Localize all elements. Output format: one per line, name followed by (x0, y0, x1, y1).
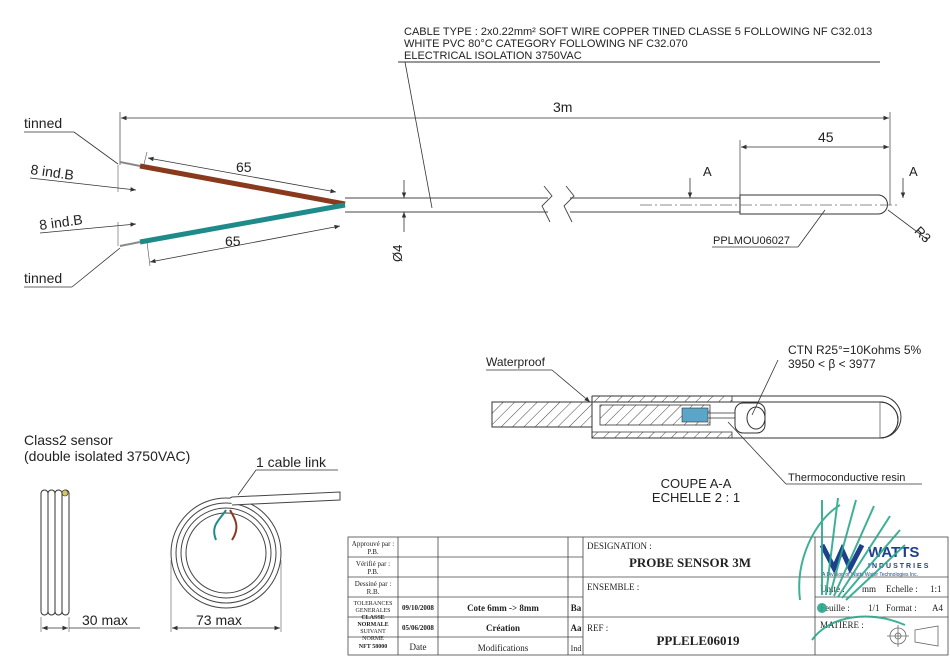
tb-feuille: 1/1 (868, 603, 880, 613)
brand-tagline: A Division of Watts Water Technologies I… (822, 572, 918, 578)
dim-wire-top-label: 65 (236, 159, 252, 175)
label-tinned-top: tinned (24, 115, 119, 165)
tb-format: A4 (932, 603, 943, 613)
probe-tube (640, 194, 900, 215)
tb-format-label: Format : (886, 603, 917, 613)
tb-tol-1: GENERALES (356, 608, 391, 614)
dim-total-length: 3m (119, 99, 891, 205)
coil-width-label: 30 max (82, 612, 128, 628)
dim-tube-length: 45 (739, 129, 889, 195)
tb-tol-5: NORME (362, 636, 384, 642)
tb-echelle: 1:1 (930, 584, 942, 594)
title-block (347, 536, 949, 656)
tb-tol-0: TOLERANCES (354, 601, 393, 607)
tb-unite: mm (862, 584, 876, 594)
tb-tol-2: CLASSE (361, 615, 384, 621)
cable-spec-line1: CABLE TYPE : 2x0.22mm² SOFT WIRE COPPER … (404, 26, 872, 38)
dim-diameter: Ø4 (390, 180, 407, 262)
tb-dessine-label: Dessiné par : (355, 580, 392, 588)
label-ind-bottom-text: 8 ind.B (38, 211, 83, 233)
tb-rev0-date: 09/10/2008 (402, 604, 434, 612)
tb-approuve-by: P.B. (367, 548, 379, 556)
tb-dessine-by: R.B. (367, 588, 380, 596)
part-ref-label: PPLMOU06027 (713, 235, 790, 247)
dim-wire-bottom: 65 (146, 224, 341, 267)
ctn-line2: 3950 < β < 3977 (788, 357, 876, 371)
tb-verifie-by: P.B. (367, 568, 379, 576)
dim-wire-top: 65 (142, 151, 337, 194)
tb-echelle-label: Echelle : (886, 584, 918, 594)
wire-top (119, 161, 346, 207)
tb-rev1-date: 05/06/2008 (402, 624, 434, 632)
section-mark-right-label: A (909, 164, 918, 179)
dim-radius-label: R3 (912, 223, 934, 245)
cable-spec-line3: ELECTRICAL ISOLATION 3750VAC (404, 50, 582, 62)
cable-spec: CABLE TYPE : 2x0.22mm² SOFT WIRE COPPER … (404, 26, 872, 62)
tb-matiere-label: MATIERE : (820, 620, 864, 630)
tb-rev0-ind: Ba (571, 603, 582, 613)
part-ref: PPLMOU06027 (712, 209, 826, 248)
dim-wire-bottom-label: 65 (225, 233, 241, 249)
section-scale: ECHELLE 2 : 1 (652, 490, 740, 505)
cable-spec-line2: WHITE PVC 80°C CATEGORY FOLLOWING NF C32… (404, 38, 688, 50)
dim-tube-length-label: 45 (818, 129, 834, 145)
projection-symbol (887, 625, 939, 647)
tb-header-ind: Ind (571, 644, 582, 653)
tb-ref: PPLELE06019 (656, 633, 740, 648)
coil-diameter-label: 73 max (196, 612, 242, 628)
section-mark-left: A (687, 164, 712, 198)
label-tinned-bottom-text: tinned (24, 270, 62, 286)
tb-header-date: Date (410, 642, 427, 652)
tb-ensemble-label: ENSEMBLE : (587, 582, 639, 592)
section-mark-left-label: A (703, 164, 712, 179)
title-block-text: Approuvé par : P.B. Vérifié par : P.B. D… (352, 540, 944, 653)
section-view (491, 395, 902, 439)
coil-side-view: 30 max (40, 489, 140, 632)
waterproof-label: Waterproof (486, 355, 546, 369)
tb-rev1-modif: Création (486, 623, 520, 633)
tb-tol-4: SUIVANT (360, 629, 386, 635)
watermark-logo (798, 497, 906, 641)
label-ind-top-text: 8 ind.B (30, 161, 75, 183)
tb-rev1-ind: Aa (571, 623, 582, 633)
spec-leader (404, 61, 433, 209)
tb-designation-label: DESIGNATION : (587, 541, 652, 551)
coil-front-view: 1 cable link 73 max (170, 454, 341, 632)
class2-line2: (double isolated 3750VAC) (24, 448, 190, 464)
tb-rev0-modif: Cote 6mm -> 8mm (467, 603, 539, 613)
label-ind-bottom: 8 ind.B (38, 211, 137, 246)
ctn-callout: CTN R25°=10Kohms 5% 3950 < β < 3977 (751, 343, 922, 416)
waterproof-callout: Waterproof (486, 355, 591, 403)
resin-label: Thermoconductive resin (788, 472, 905, 484)
cable-link-label: 1 cable link (256, 454, 327, 470)
brand-sub: INDUSTRIES (868, 563, 930, 570)
dim-total-length-label: 3m (553, 99, 572, 115)
dim-diameter-label: Ø4 (390, 245, 405, 262)
tb-header-modif: Modifications (478, 643, 529, 653)
dim-radius: R3 (887, 209, 934, 246)
label-tinned-bottom: tinned (24, 247, 121, 288)
brand-name: WATTS (868, 544, 919, 561)
section-mark-right: A (900, 164, 918, 198)
label-tinned-top-text: tinned (24, 115, 62, 131)
resin-callout: Thermoconductive resin (727, 421, 922, 485)
tb-ref-label: REF : (587, 623, 608, 633)
ctn-line1: CTN R25°=10Kohms 5% (788, 343, 922, 357)
class2-line1: Class2 sensor (24, 432, 113, 448)
section-title: COUPE A-A (661, 476, 732, 491)
tb-verifie-label: Vérifié par : (356, 560, 390, 568)
tb-approuve-label: Approuvé par : (352, 540, 394, 548)
label-ind-top: 8 ind.B (30, 161, 137, 192)
cable-body (345, 185, 740, 223)
tb-tol-3: NORMALE (357, 622, 388, 628)
tb-designation: PROBE SENSOR 3M (629, 555, 751, 570)
tb-feuille-label: Feuille : (820, 603, 850, 613)
tb-tol-6: NFT 58000 (359, 644, 387, 650)
